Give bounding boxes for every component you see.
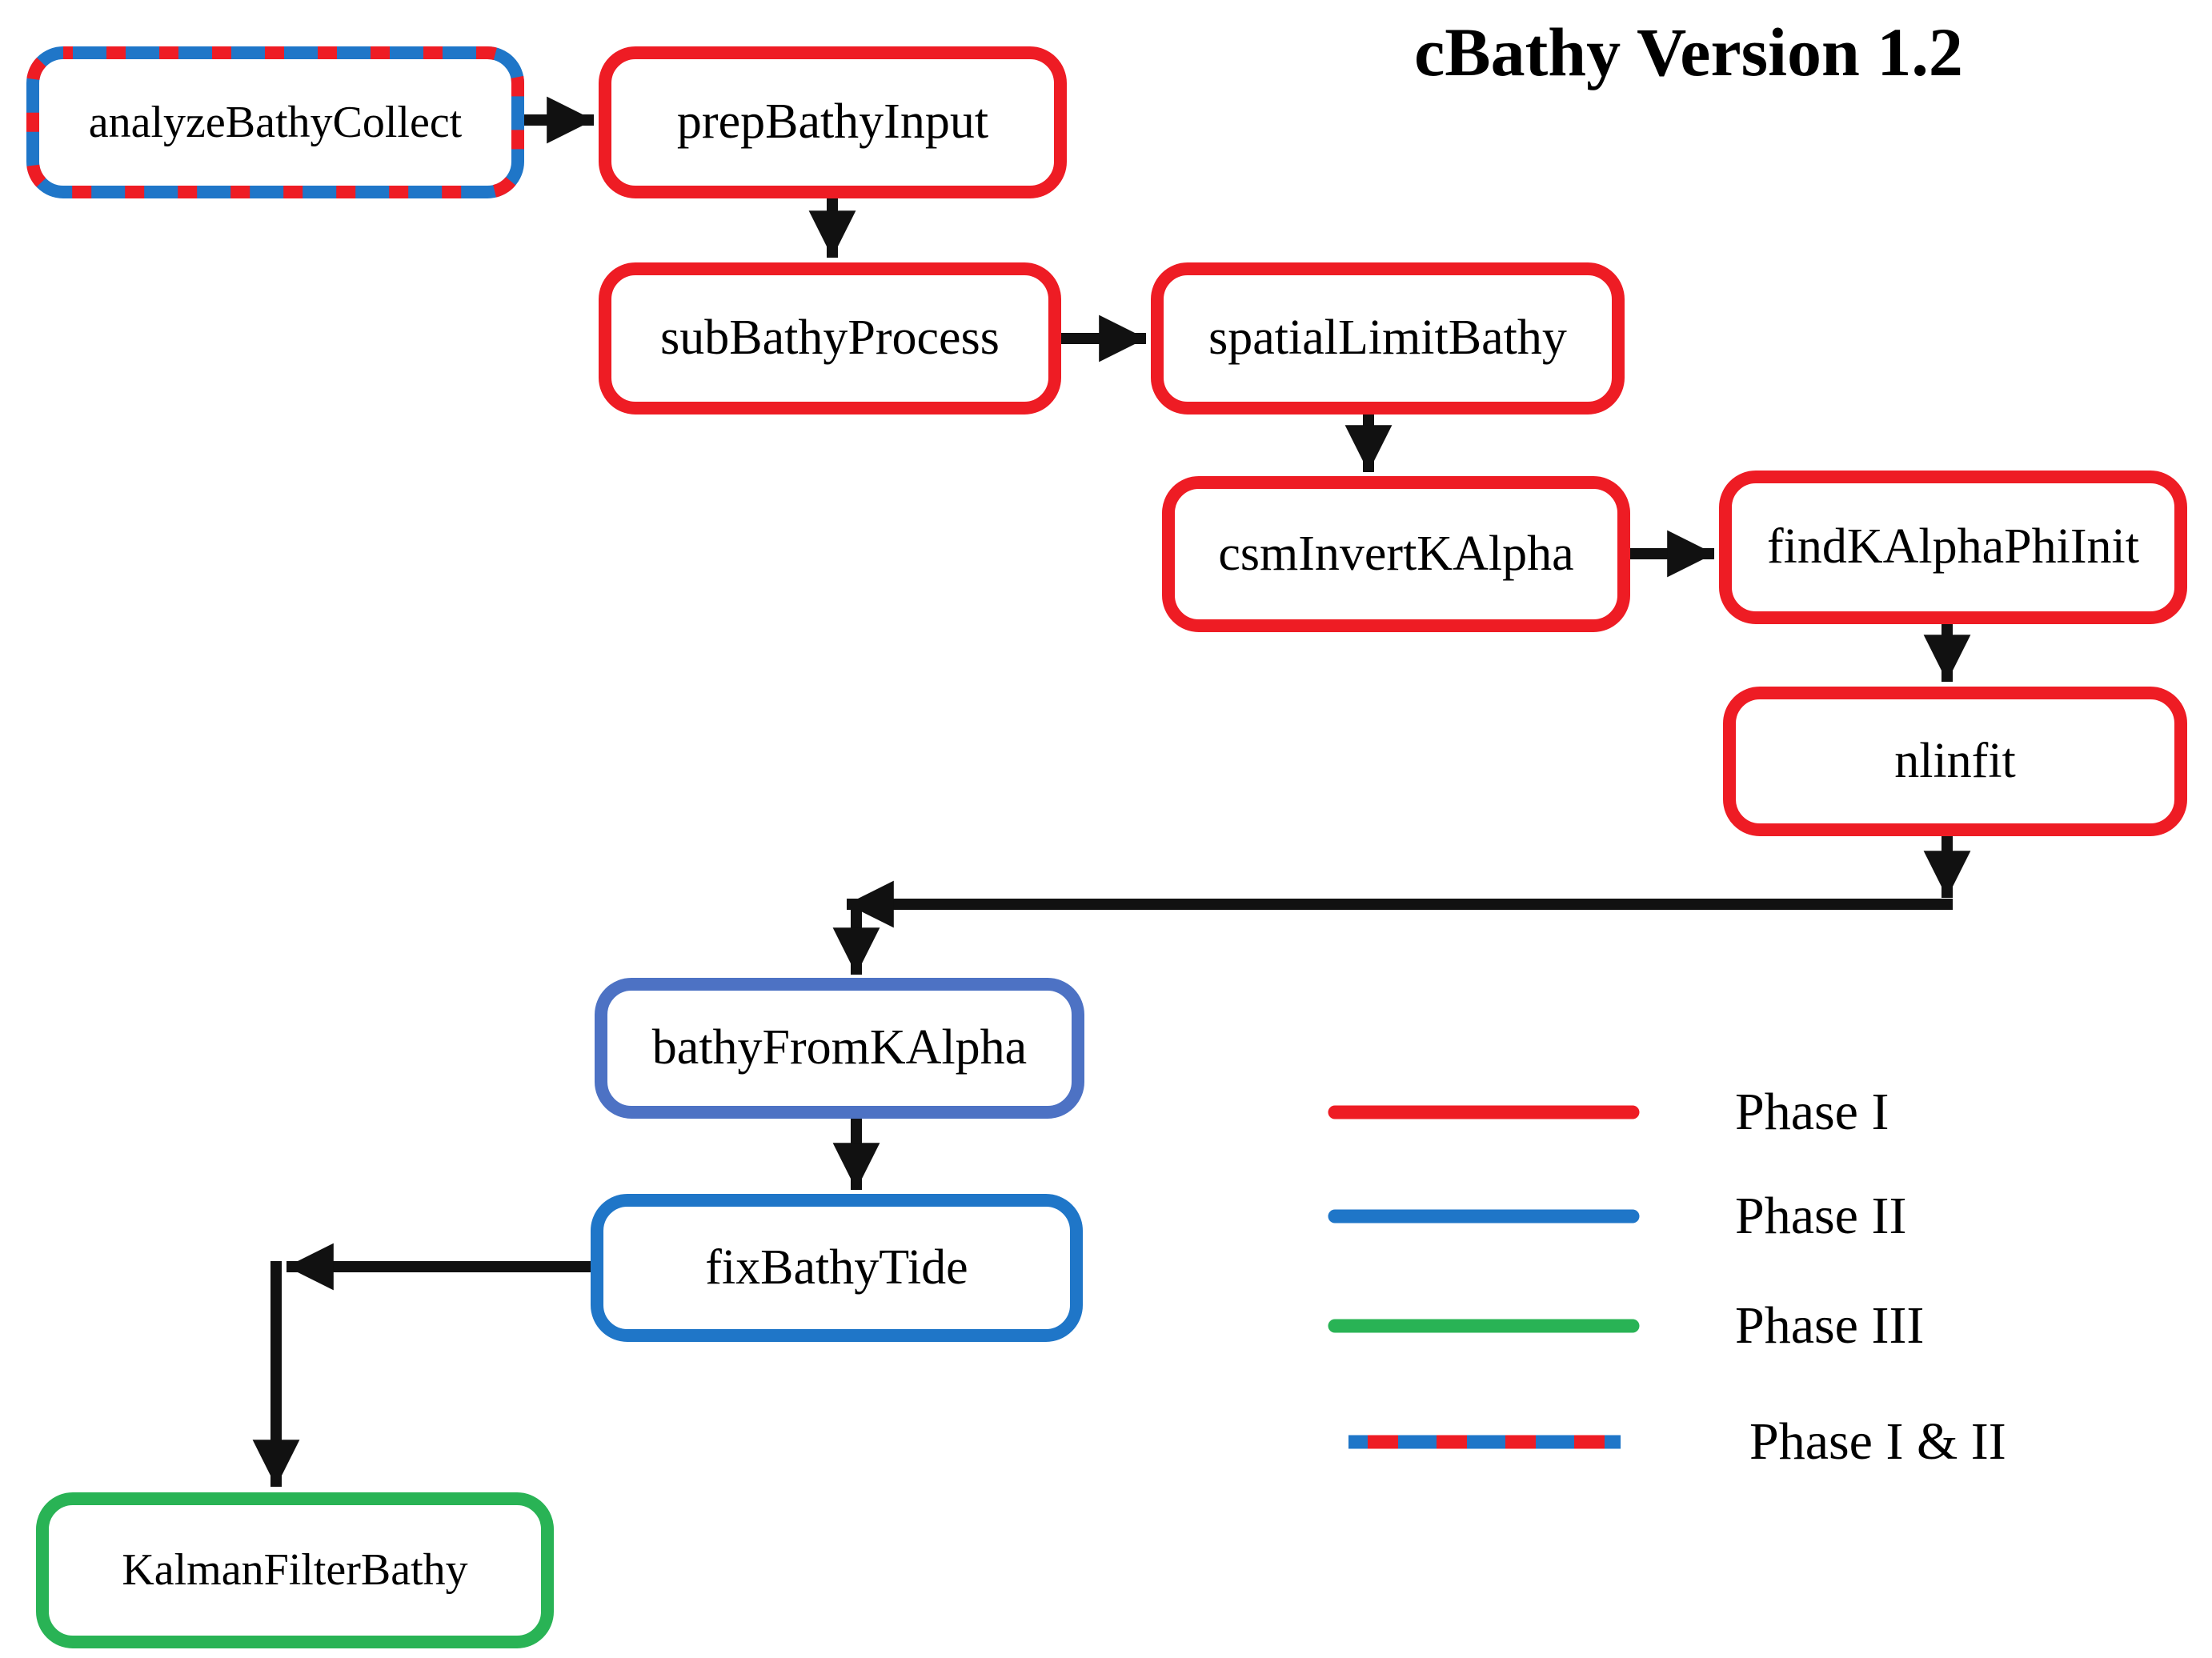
node-box-subbathyprocess bbox=[599, 262, 1061, 414]
node-label-spatiallimitbathy: spatialLimitBathy bbox=[1208, 310, 1567, 366]
node-box-nlinfit bbox=[1723, 687, 2187, 836]
node-label-kalmanfilterbathy: KalmanFilterBathy bbox=[122, 1545, 468, 1596]
node-label-fixbathytide: fixBathyTide bbox=[705, 1239, 968, 1295]
diagram-title: cBathy Version 1.2 bbox=[1414, 14, 1963, 90]
node-label-findkalphaphiinit: findKAlphaPhiInit bbox=[1767, 519, 2139, 575]
node-box-bathyfromkalpha bbox=[595, 978, 1084, 1119]
node-box-findkalphaphiinit bbox=[1719, 471, 2187, 624]
node-label-csminvertkalpha: csmInvertKAlpha bbox=[1218, 526, 1574, 581]
node-box-csminvertkalpha bbox=[1162, 476, 1630, 632]
node-label-nlinfit: nlinfit bbox=[1894, 733, 2016, 788]
node-label-bathyfromkalpha: bathyFromKAlpha bbox=[651, 1020, 1028, 1075]
node-box-spatiallimitbathy bbox=[1151, 262, 1625, 414]
node-box-kalmanfilterbathy bbox=[36, 1492, 554, 1648]
node-label-analyzebathycollect: analyzeBathyCollect bbox=[88, 97, 463, 147]
node-box-prepbathyinput bbox=[599, 46, 1067, 198]
legend-label-phase-iii: Phase III bbox=[1735, 1296, 1925, 1355]
node-box-fixbathytide bbox=[591, 1194, 1083, 1342]
legend-label-phase-i: Phase I bbox=[1735, 1083, 1889, 1141]
legend-label-phase-ii: Phase II bbox=[1735, 1187, 1907, 1245]
node-label-subbathyprocess: subBathyProcess bbox=[660, 310, 1000, 366]
node-label-prepbathyinput: prepBathyInput bbox=[676, 94, 989, 150]
node-box-analyzebathycollect-dashes bbox=[26, 46, 524, 198]
legend-label-phase-i-and-ii: Phase I & II bbox=[1749, 1412, 2006, 1471]
